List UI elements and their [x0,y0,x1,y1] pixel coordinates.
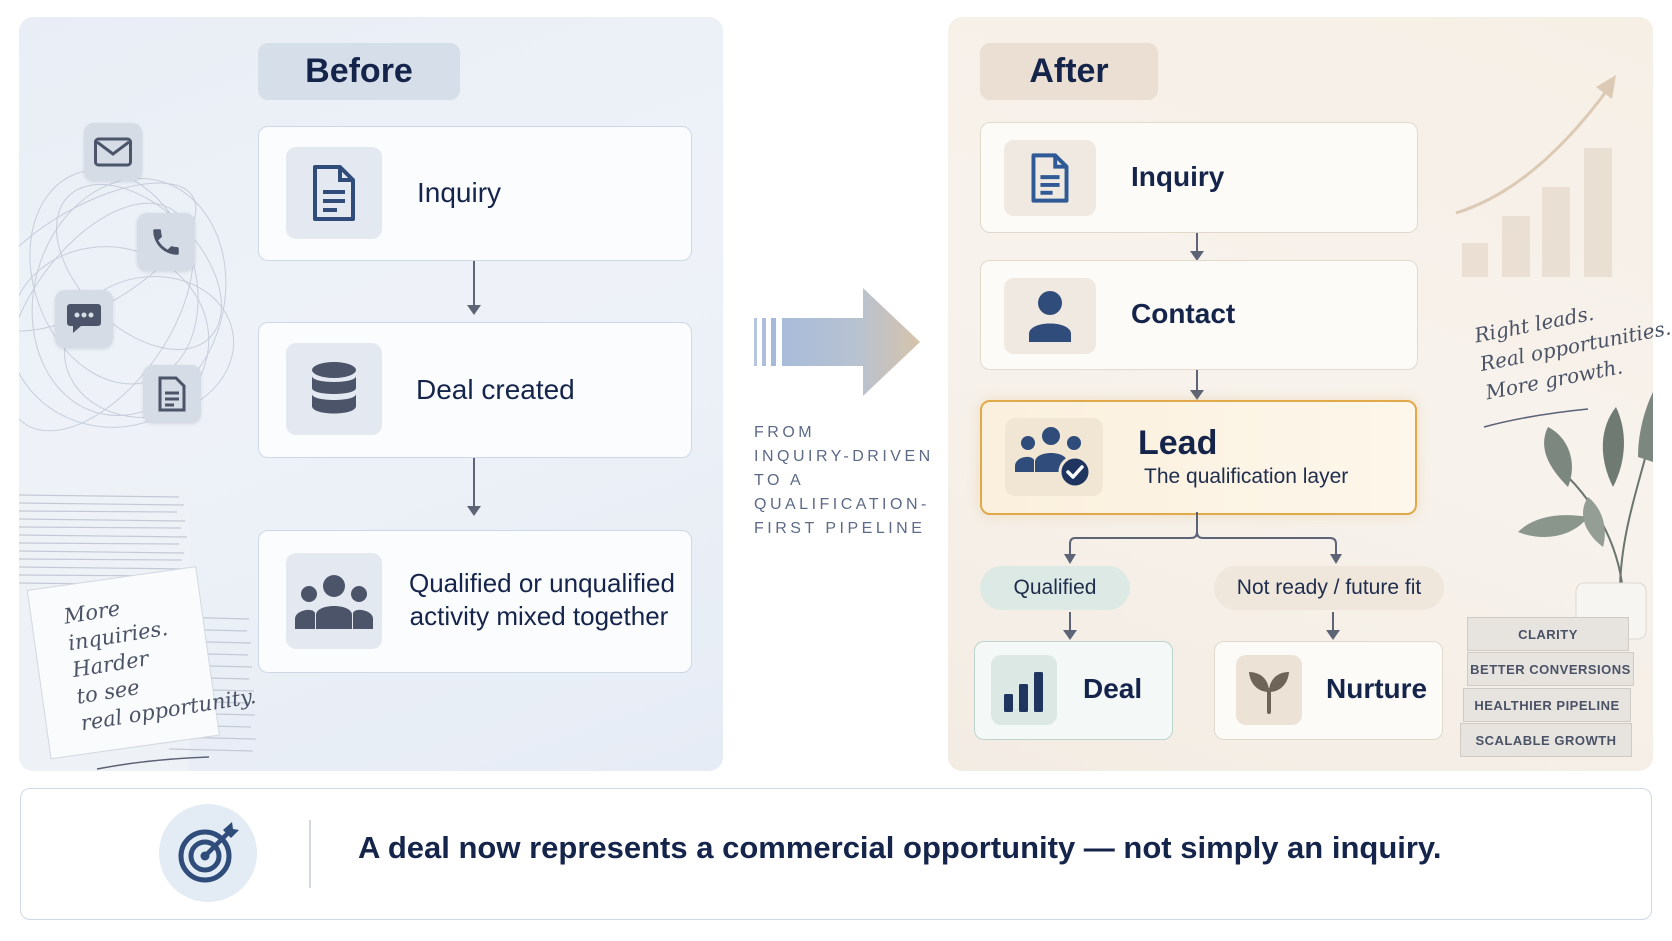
before-arrow-1 [467,261,481,315]
book-scalable-growth: SCALABLE GROWTH [1460,723,1632,757]
caption-line: QUALIFICATION- [754,496,930,513]
target-icon [178,822,239,883]
qualified-group-icon [1015,427,1092,488]
after-contact-box: Contact [980,260,1418,370]
caption-line: FROM [754,424,816,441]
phone-icon [153,229,179,255]
side-email [84,123,142,181]
after-deal-box: Deal [974,641,1173,740]
before-mixed-icon-tile [286,553,382,649]
document-icon [158,376,186,412]
not-ready-chip: Not ready / future fit [1214,566,1444,610]
side-phone [137,213,195,271]
book-better-conversions: BETTER CONVERSIONS [1467,652,1634,686]
after-lead-label: Lead [1138,424,1218,462]
before-mixed-label: Qualified or unqualified activity mixed … [409,567,675,633]
group-icon [295,575,373,629]
after-contact-label: Contact [1131,298,1236,329]
book-healthier-pipeline: HEALTHIER PIPELINE [1463,688,1631,722]
book-clarity: CLARITY [1467,617,1629,651]
before-inquiry-label: Inquiry [417,177,502,208]
after-lead-box: Lead The qualification layer [980,400,1417,515]
caption-line: TO A [754,472,805,489]
before-inquiry-icon-tile [286,147,382,239]
before-deal-box: Deal created [258,322,692,458]
footer-divider [309,820,311,888]
transition-arrow [754,288,920,396]
side-document [143,365,201,423]
after-nurture-icon-tile [1236,655,1302,725]
branch-connector [1064,512,1342,564]
person-icon [1029,291,1071,342]
mail-icon [94,137,132,167]
after-contact-icon-tile [1004,278,1096,354]
growth-chart-decoration [1455,75,1653,640]
after-inquiry-label: Inquiry [1131,161,1225,192]
target-badge [159,804,257,902]
before-inquiry-box: Inquiry [258,126,692,261]
database-icon [312,362,356,414]
bar-chart-icon [1004,672,1043,712]
after-nurture-label: Nurture [1326,673,1428,704]
after-inquiry-box: Inquiry [980,122,1418,233]
before-arrow-2 [467,458,481,516]
before-note: More inquiries. Harder to see real oppor… [62,576,258,737]
after-deal-label: Deal [1083,673,1143,704]
document-icon [313,165,355,221]
before-deal-label: Deal created [416,374,575,405]
after-lead-icon-tile [1005,418,1103,496]
qualified-chip: Qualified [980,566,1130,610]
scribble-decoration [19,169,257,771]
after-arrow-2 [1190,370,1204,400]
after-arrow-deal [1063,612,1077,640]
after-arrow-1 [1190,233,1204,261]
after-inquiry-icon-tile [1004,140,1096,216]
before-deal-icon-tile [286,343,382,435]
side-chat [55,290,113,348]
sprout-icon [1249,672,1289,714]
after-lead-sublabel: The qualification layer [1144,465,1349,488]
before-mixed-box: Qualified or unqualified activity mixed … [258,530,692,673]
after-nurture-box: Nurture [1214,641,1443,740]
footer-statement: A deal now represents a commercial oppor… [358,830,1442,865]
mixed-line-2: activity mixed together [409,601,669,631]
chat-icon [67,304,101,333]
before-title: Before [258,43,460,100]
after-deal-icon-tile [991,655,1057,725]
after-arrow-nurture [1326,612,1340,640]
after-title: After [980,43,1158,100]
caption-line: INQUIRY-DRIVEN [754,448,934,465]
caption-line: FIRST PIPELINE [754,520,926,537]
footer-bar [20,788,1652,920]
transition-caption: FROM INQUIRY-DRIVEN TO A QUALIFICATION- … [754,421,934,541]
mixed-line-1: Qualified or unqualified [409,568,675,598]
document-icon [1031,153,1069,203]
